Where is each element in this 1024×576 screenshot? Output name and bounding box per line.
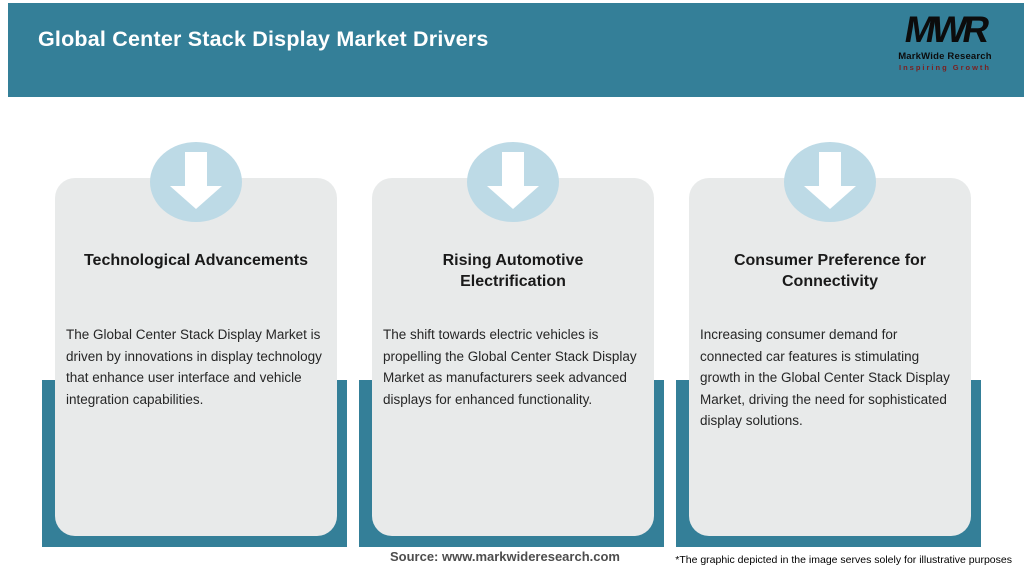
card-panel [55,178,337,536]
logo-tagline: Inspiring Growth [899,62,991,72]
card-body-text: The shift towards electric vehicles is p… [383,327,637,407]
down-arrow-shaft [185,152,207,187]
card-panel [372,178,654,536]
logo-company-name: MarkWide Research [898,50,992,62]
card-content: Technological Advancements The Global Ce… [55,178,337,536]
card-title: Consumer Preference for Connectivity [733,252,927,290]
driver-card-consumer-preference-for-connectivity: Consumer Preference for Connectivity Inc… [676,140,981,550]
down-arrow-head [170,186,222,209]
down-arrow-head [487,186,539,209]
card-panel [689,178,971,536]
card-title: Rising Automotive Electrification [442,252,584,290]
markwide-research-logo: MWR MarkWide Research Inspiring Growth [882,9,1008,72]
disclaimer-note: *The graphic depicted in the image serve… [675,554,1012,566]
source-attribution: Source: www.markwideresearch.com [389,549,620,564]
card-content: Rising Automotive Electrification The sh… [372,178,654,536]
down-arrow-shaft [502,152,524,187]
down-arrow-icon [784,142,876,222]
down-arrow-shaft [819,152,841,187]
page-title: Global Center Stack Display Market Drive… [38,27,489,51]
driver-card-technological-advancements: Technological Advancements The Global Ce… [42,140,347,550]
card-body-text: The Global Center Stack Display Market i… [66,327,322,407]
card-content: Consumer Preference for Connectivity Inc… [689,178,971,536]
down-arrow-icon [150,142,242,222]
header-band: Global Center Stack Display Market Drive… [8,3,1024,97]
driver-card-rising-automotive-electrification: Rising Automotive Electrification The sh… [359,140,664,550]
card-title: Technological Advancements [83,252,309,269]
down-arrow-head [804,186,856,209]
logo-monogram: MWR [901,9,990,50]
card-body-text: Increasing consumer demand for connected… [700,327,950,428]
down-arrow-icon [467,142,559,222]
